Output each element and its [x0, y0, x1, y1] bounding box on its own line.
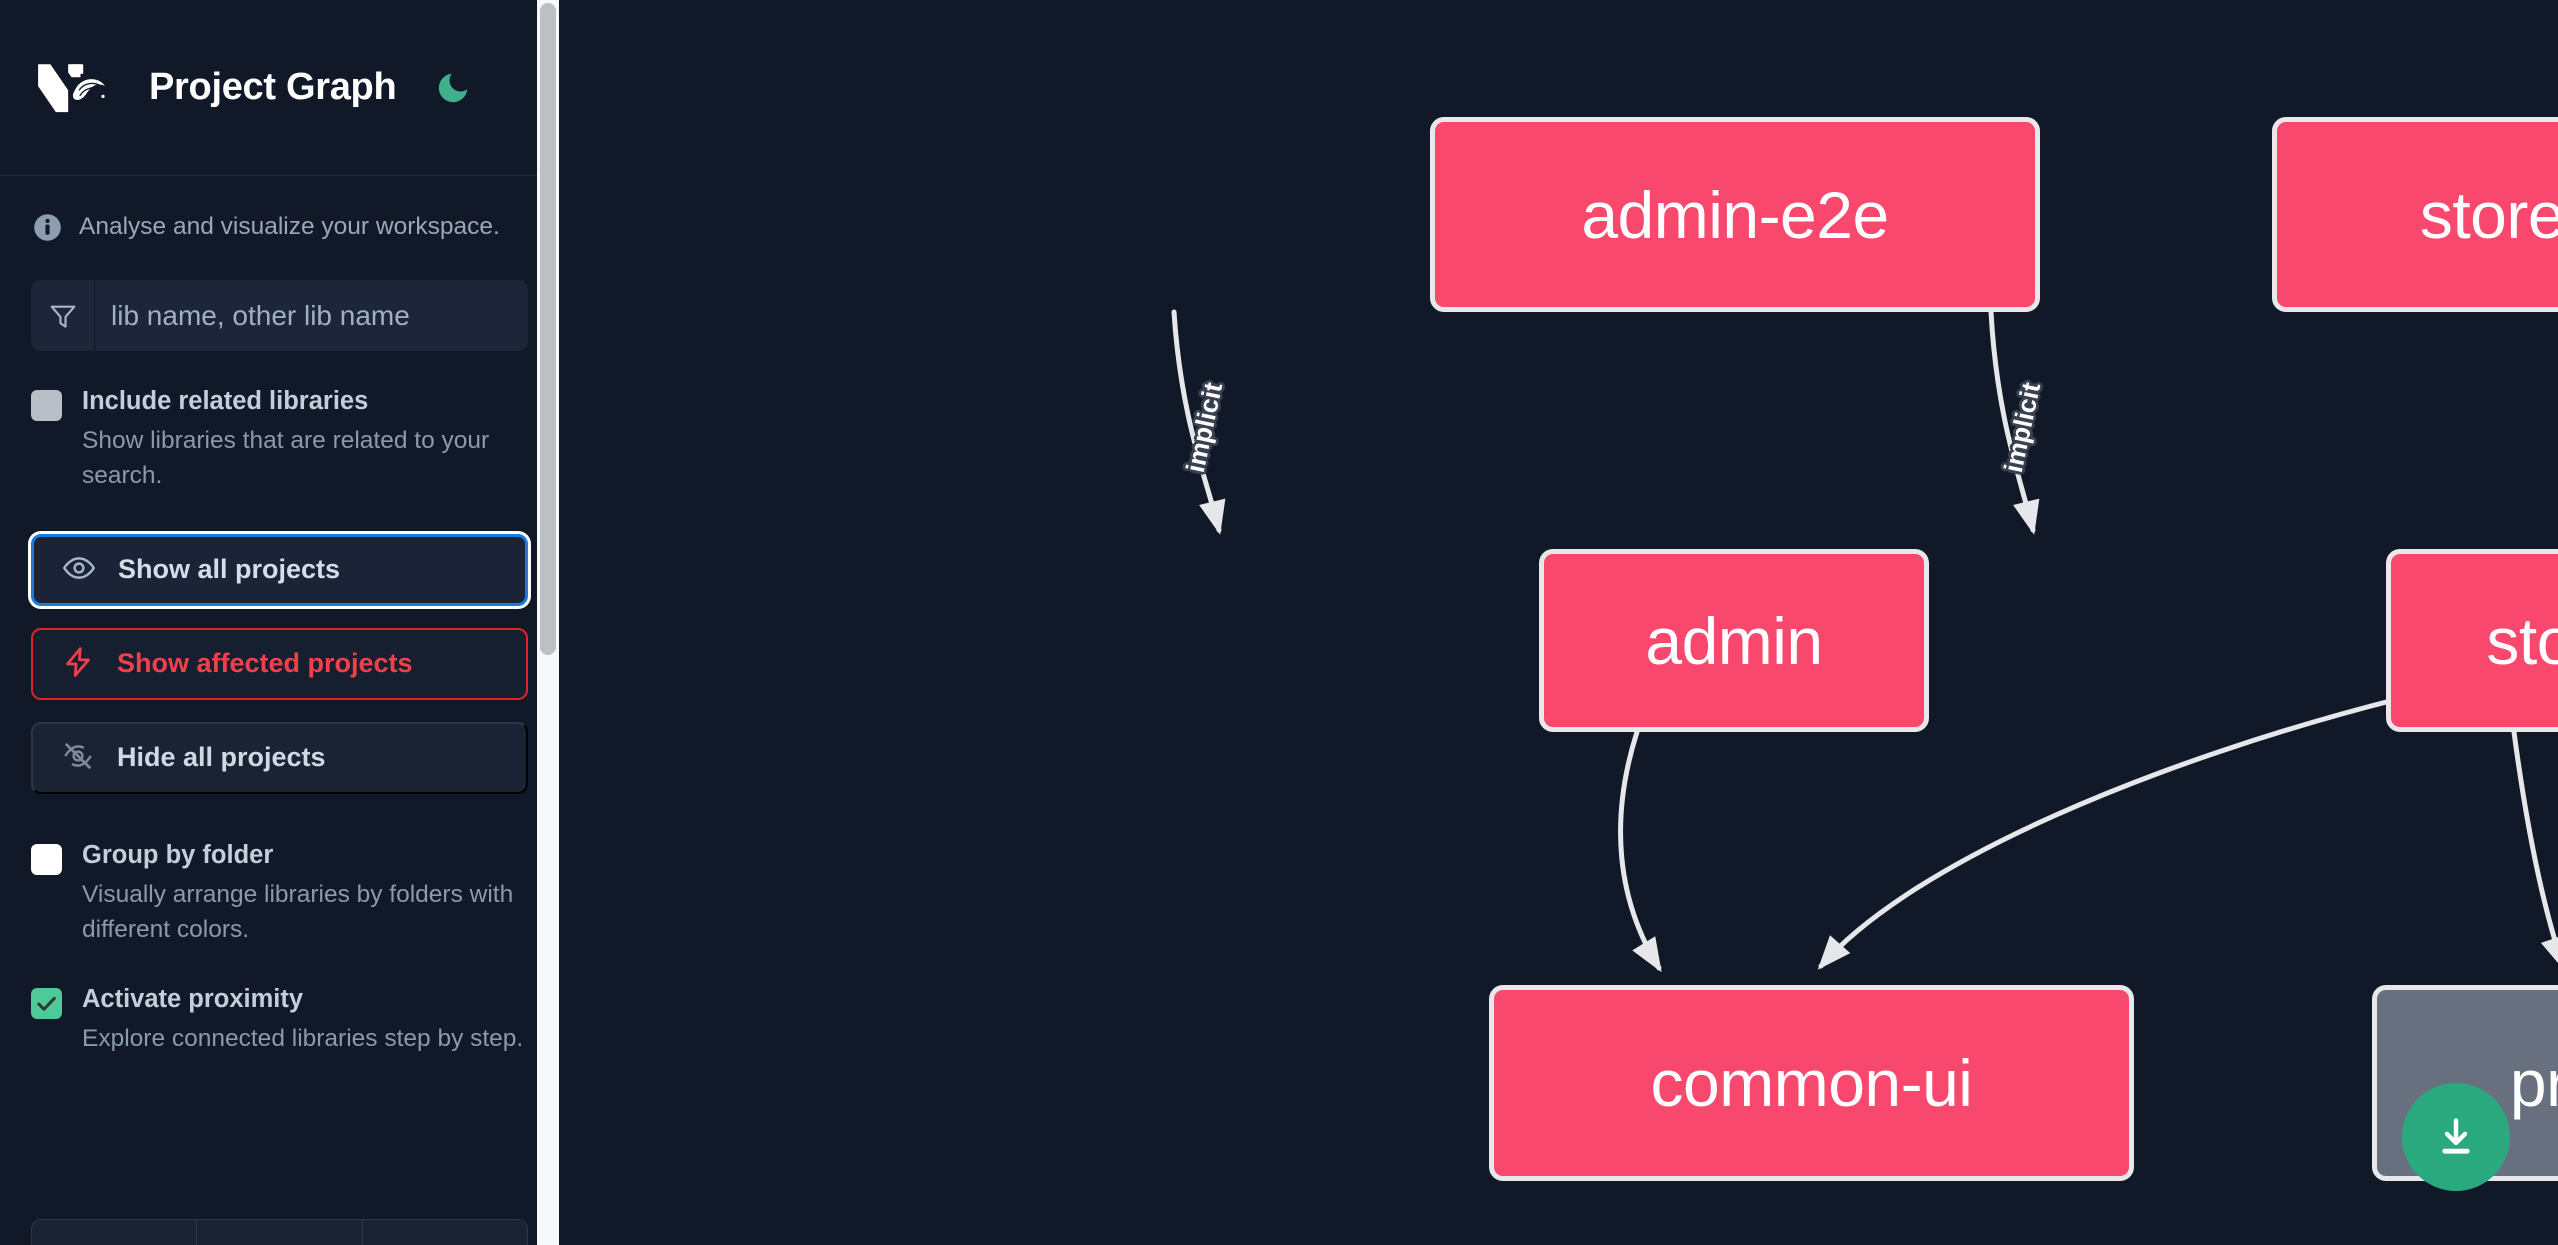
- graph-node-admin-e2e[interactable]: admin-e2e: [1430, 117, 2040, 312]
- option-label: Activate proximity: [82, 984, 304, 1013]
- bottom-segmented-control[interactable]: [31, 1219, 528, 1245]
- sidebar-scroll-region[interactable]: Project Graph: [0, 0, 559, 1245]
- option-label: Include related libraries: [82, 387, 369, 415]
- option-activate-proximity[interactable]: Activate proximity Explore connected lib…: [31, 982, 528, 1057]
- lightning-icon: [61, 645, 95, 682]
- analyse-banner: Analyse and visualize your workspace.: [31, 176, 528, 250]
- edge-store-to-products: [2511, 729, 2558, 971]
- show-affected-projects-button[interactable]: Show affected projects: [31, 627, 528, 700]
- project-visibility-buttons: Show all projects Show affected projects: [31, 533, 528, 794]
- edge-admin-to-common-ui: [1618, 729, 1662, 973]
- graph-node-store-e2e[interactable]: store-e2e: [2272, 117, 2558, 312]
- analyse-text: Analyse and visualize your workspace.: [79, 213, 500, 240]
- eye-off-icon: [61, 739, 95, 776]
- option-group-by-folder[interactable]: Group by folder Visually arrange librari…: [31, 838, 528, 948]
- option-text-group: Group by folder Visually arrange librari…: [82, 838, 528, 948]
- hide-all-projects-label: Hide all projects: [117, 742, 326, 773]
- hide-all-projects-button[interactable]: Hide all projects: [31, 721, 528, 794]
- info-icon: [33, 213, 62, 242]
- graph-node-admin[interactable]: admin: [1539, 549, 1929, 732]
- download-icon: [2442, 1118, 2470, 1154]
- nx-logo-icon: [34, 60, 116, 115]
- moon-icon[interactable]: [430, 65, 476, 111]
- show-all-projects-button[interactable]: Show all projects: [31, 533, 528, 606]
- option-description: Show libraries that are related to your …: [82, 427, 490, 490]
- checkbox-include-related-libraries[interactable]: [31, 390, 62, 421]
- checkbox-activate-proximity[interactable]: [31, 987, 62, 1019]
- sidebar-header: Project Graph: [0, 0, 559, 176]
- sidebar-body: Analyse and visualize your workspace.: [0, 176, 559, 1057]
- graph-node-store[interactable]: store: [2386, 549, 2558, 732]
- edge-store-e2e-to-store: [1988, 309, 2040, 535]
- show-all-projects-label: Show all projects: [118, 554, 341, 585]
- option-text-group: Activate proximity Explore connected lib…: [82, 982, 528, 1057]
- download-graph-button[interactable]: [2402, 1083, 2510, 1191]
- show-affected-projects-label: Show affected projects: [117, 648, 413, 679]
- edge-store-to-common-ui: [1817, 697, 2397, 970]
- segment-1[interactable]: [32, 1220, 198, 1245]
- filter-icon: [31, 280, 95, 351]
- option-description: Visually arrange libraries by folders wi…: [82, 881, 514, 944]
- graph-edges-layer: [1171, 309, 2558, 973]
- search-field-wrapper: [31, 280, 528, 351]
- option-text-group: Include related libraries Show libraries…: [82, 384, 528, 494]
- checkbox-group-by-folder[interactable]: [31, 843, 62, 875]
- option-include-related-libraries[interactable]: Include related libraries Show libraries…: [31, 384, 528, 494]
- segment-3[interactable]: [363, 1220, 527, 1245]
- app-title: Project Graph: [149, 66, 397, 108]
- sidebar-scrollbar-thumb[interactable]: [540, 3, 556, 655]
- project-graph-canvas[interactable]: admin-e2e store-e2e admin store common-u…: [559, 0, 2558, 1245]
- search-input[interactable]: [95, 280, 528, 351]
- eye-icon: [62, 551, 96, 588]
- segment-2[interactable]: [197, 1220, 363, 1245]
- sidebar-scrollbar-track[interactable]: [537, 0, 559, 1245]
- graph-node-common-ui[interactable]: common-ui: [1489, 985, 2134, 1181]
- edge-admin-e2e-to-admin: [1171, 309, 1226, 535]
- option-description: Explore connected libraries step by step…: [82, 1025, 524, 1053]
- sidebar: Project Graph: [0, 0, 559, 1245]
- option-label: Group by folder: [82, 840, 274, 869]
